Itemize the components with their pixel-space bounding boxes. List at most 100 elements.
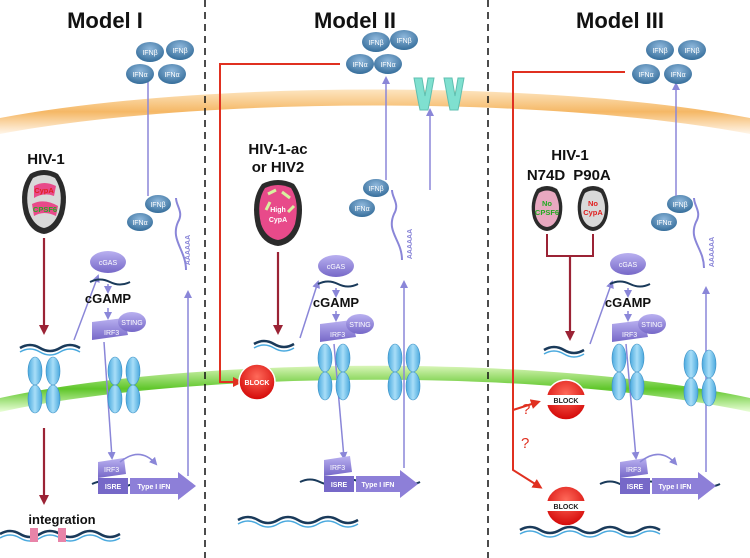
nuclear-pore-4 bbox=[387, 343, 421, 401]
svg-text:IRF3: IRF3 bbox=[104, 330, 119, 337]
nuclear-pore-1 bbox=[27, 356, 61, 414]
virus-label-hiv1: HIV-1 bbox=[27, 151, 65, 168]
red-signal-line-3 bbox=[512, 71, 625, 489]
sting-irf3-3: IRF3 STING bbox=[612, 314, 666, 342]
nuclear-pores bbox=[27, 343, 717, 414]
no-cypa-1: No bbox=[588, 199, 598, 208]
cgas-3: cGAS bbox=[610, 253, 646, 275]
virus-label-hiv2: or HIV2 bbox=[252, 159, 305, 176]
nuclear-pore-3 bbox=[317, 343, 351, 401]
cgamp-3: cGAMP bbox=[605, 295, 652, 310]
svg-text:ISRE: ISRE bbox=[331, 482, 348, 489]
ifn-secreted-3: IFNα IFNβ bbox=[651, 195, 693, 231]
svg-text:IRF3: IRF3 bbox=[626, 467, 641, 474]
polya-2: AAAAAA bbox=[407, 229, 414, 259]
virus-label-hiv1ac: HIV-1-ac bbox=[248, 141, 307, 158]
ifn-extracellular-1: IFNβ IFNβ IFNα IFNα bbox=[126, 40, 194, 84]
mrna-2 bbox=[390, 189, 403, 261]
svg-text:IFNα: IFNα bbox=[380, 62, 395, 69]
dna-to-cgas-arrow-3 bbox=[589, 280, 614, 345]
svg-text:BLOCK: BLOCK bbox=[554, 398, 579, 405]
svg-text:STING: STING bbox=[121, 320, 142, 327]
cypa-label: CypA bbox=[34, 186, 54, 195]
nuclear-pore-5 bbox=[611, 343, 645, 401]
viral-dna-1 bbox=[19, 343, 81, 353]
svg-text:Type I IFN: Type I IFN bbox=[138, 484, 171, 491]
irf3-arrow-2 bbox=[333, 343, 348, 460]
svg-text:IFNβ: IFNβ bbox=[684, 48, 699, 55]
cgas-1: cGAS bbox=[90, 251, 126, 273]
svg-text:IFNβ: IFNβ bbox=[142, 50, 157, 57]
svg-text:Type I IFN: Type I IFN bbox=[659, 484, 692, 491]
svg-text:STING: STING bbox=[641, 322, 662, 329]
title-model-2: Model II bbox=[314, 8, 396, 33]
ifn-extracellular-2: IFNβ IFNβ IFNα IFNα bbox=[346, 30, 418, 74]
svg-text:IFNβ: IFNβ bbox=[172, 48, 187, 55]
svg-text:IFNβ: IFNβ bbox=[672, 202, 687, 209]
svg-text:BLOCK: BLOCK bbox=[554, 504, 579, 511]
merge-bracket-3 bbox=[546, 234, 594, 257]
mutant-p90a: P90A bbox=[573, 167, 611, 184]
irf3-isre-3: IRF3 ISRE Type I IFN bbox=[599, 453, 721, 500]
irf3-isre-1: IRF3 ISRE Type I IFN bbox=[91, 453, 196, 500]
svg-text:IFNα: IFNα bbox=[132, 72, 147, 79]
cgas-dna-3 bbox=[609, 280, 651, 288]
mrna-1 bbox=[174, 197, 187, 271]
sting-irf3-2: IRF3 STING bbox=[320, 314, 374, 342]
svg-text:BLOCK: BLOCK bbox=[245, 380, 270, 387]
cgas-dna-1 bbox=[89, 278, 131, 286]
svg-text:STING: STING bbox=[349, 322, 370, 329]
viral-dna-2b bbox=[253, 344, 295, 352]
nuclear-pore-6 bbox=[683, 349, 717, 407]
block-sign-3a: BLOCK bbox=[545, 379, 587, 421]
cypa-label-2: CypA bbox=[269, 217, 287, 224]
svg-text:ISRE: ISRE bbox=[105, 484, 122, 491]
plasma-membrane bbox=[0, 89, 750, 134]
mrna-3 bbox=[692, 197, 705, 269]
ifn-secreted-1: IFNα IFNβ bbox=[127, 195, 171, 231]
nuclear-pore-2 bbox=[107, 356, 141, 414]
svg-text:IRF3: IRF3 bbox=[330, 465, 345, 472]
irf3-isre-2: IRF3 ISRE Type I IFN bbox=[299, 456, 421, 498]
high-label: High bbox=[270, 207, 286, 214]
cgamp-2: cGAMP bbox=[313, 295, 360, 310]
svg-text:IFNα: IFNα bbox=[354, 206, 369, 213]
no-cpsf6-2: CPSF6 bbox=[535, 208, 559, 217]
svg-text:IFNα: IFNα bbox=[132, 220, 147, 227]
svg-text:cGAS: cGAS bbox=[619, 262, 638, 269]
svg-text:IFNα: IFNα bbox=[656, 220, 671, 227]
viral-dna-2 bbox=[253, 339, 295, 349]
no-cpsf6-1: No bbox=[542, 199, 552, 208]
svg-text:cGAS: cGAS bbox=[327, 264, 346, 271]
capsid-hiv1: CypA CPSF6 bbox=[22, 170, 66, 234]
dna-to-cgas-arrow-2 bbox=[299, 280, 320, 339]
svg-text:IFNα: IFNα bbox=[164, 72, 179, 79]
svg-text:IFNα: IFNα bbox=[670, 72, 685, 79]
genome-2 bbox=[237, 515, 359, 528]
svg-text:Type I IFN: Type I IFN bbox=[362, 482, 395, 489]
cgas-dna-2 bbox=[317, 280, 359, 288]
cgas-2: cGAS bbox=[318, 255, 354, 277]
ifn-receptor-1 bbox=[413, 77, 435, 111]
question-mark-1: ? bbox=[522, 401, 530, 418]
ifn-secreted-2: IFNα IFNβ bbox=[349, 179, 389, 217]
polya-1: AAAAAA bbox=[185, 235, 192, 265]
integration-label: integration bbox=[28, 512, 95, 527]
capsid-p90a: No CypA bbox=[577, 186, 609, 231]
block-sign-3b: BLOCK bbox=[545, 485, 587, 527]
svg-text:IFNα: IFNα bbox=[638, 72, 653, 79]
block-sign-2: BLOCK bbox=[238, 363, 276, 401]
viral-dna-3b bbox=[543, 350, 585, 358]
svg-text:IRF3: IRF3 bbox=[104, 467, 119, 474]
title-model-1: Model I bbox=[67, 8, 143, 33]
cgamp-1: cGAMP bbox=[85, 291, 132, 306]
ifn-receptor-2 bbox=[443, 77, 465, 111]
svg-text:IRF3: IRF3 bbox=[622, 332, 637, 339]
no-cypa-2: CypA bbox=[583, 208, 603, 217]
cpsf6-label: CPSF6 bbox=[33, 205, 57, 214]
svg-text:IRF3: IRF3 bbox=[330, 332, 345, 339]
svg-text:IFNα: IFNα bbox=[352, 62, 367, 69]
dna-to-cgas-arrow-1 bbox=[73, 274, 100, 341]
